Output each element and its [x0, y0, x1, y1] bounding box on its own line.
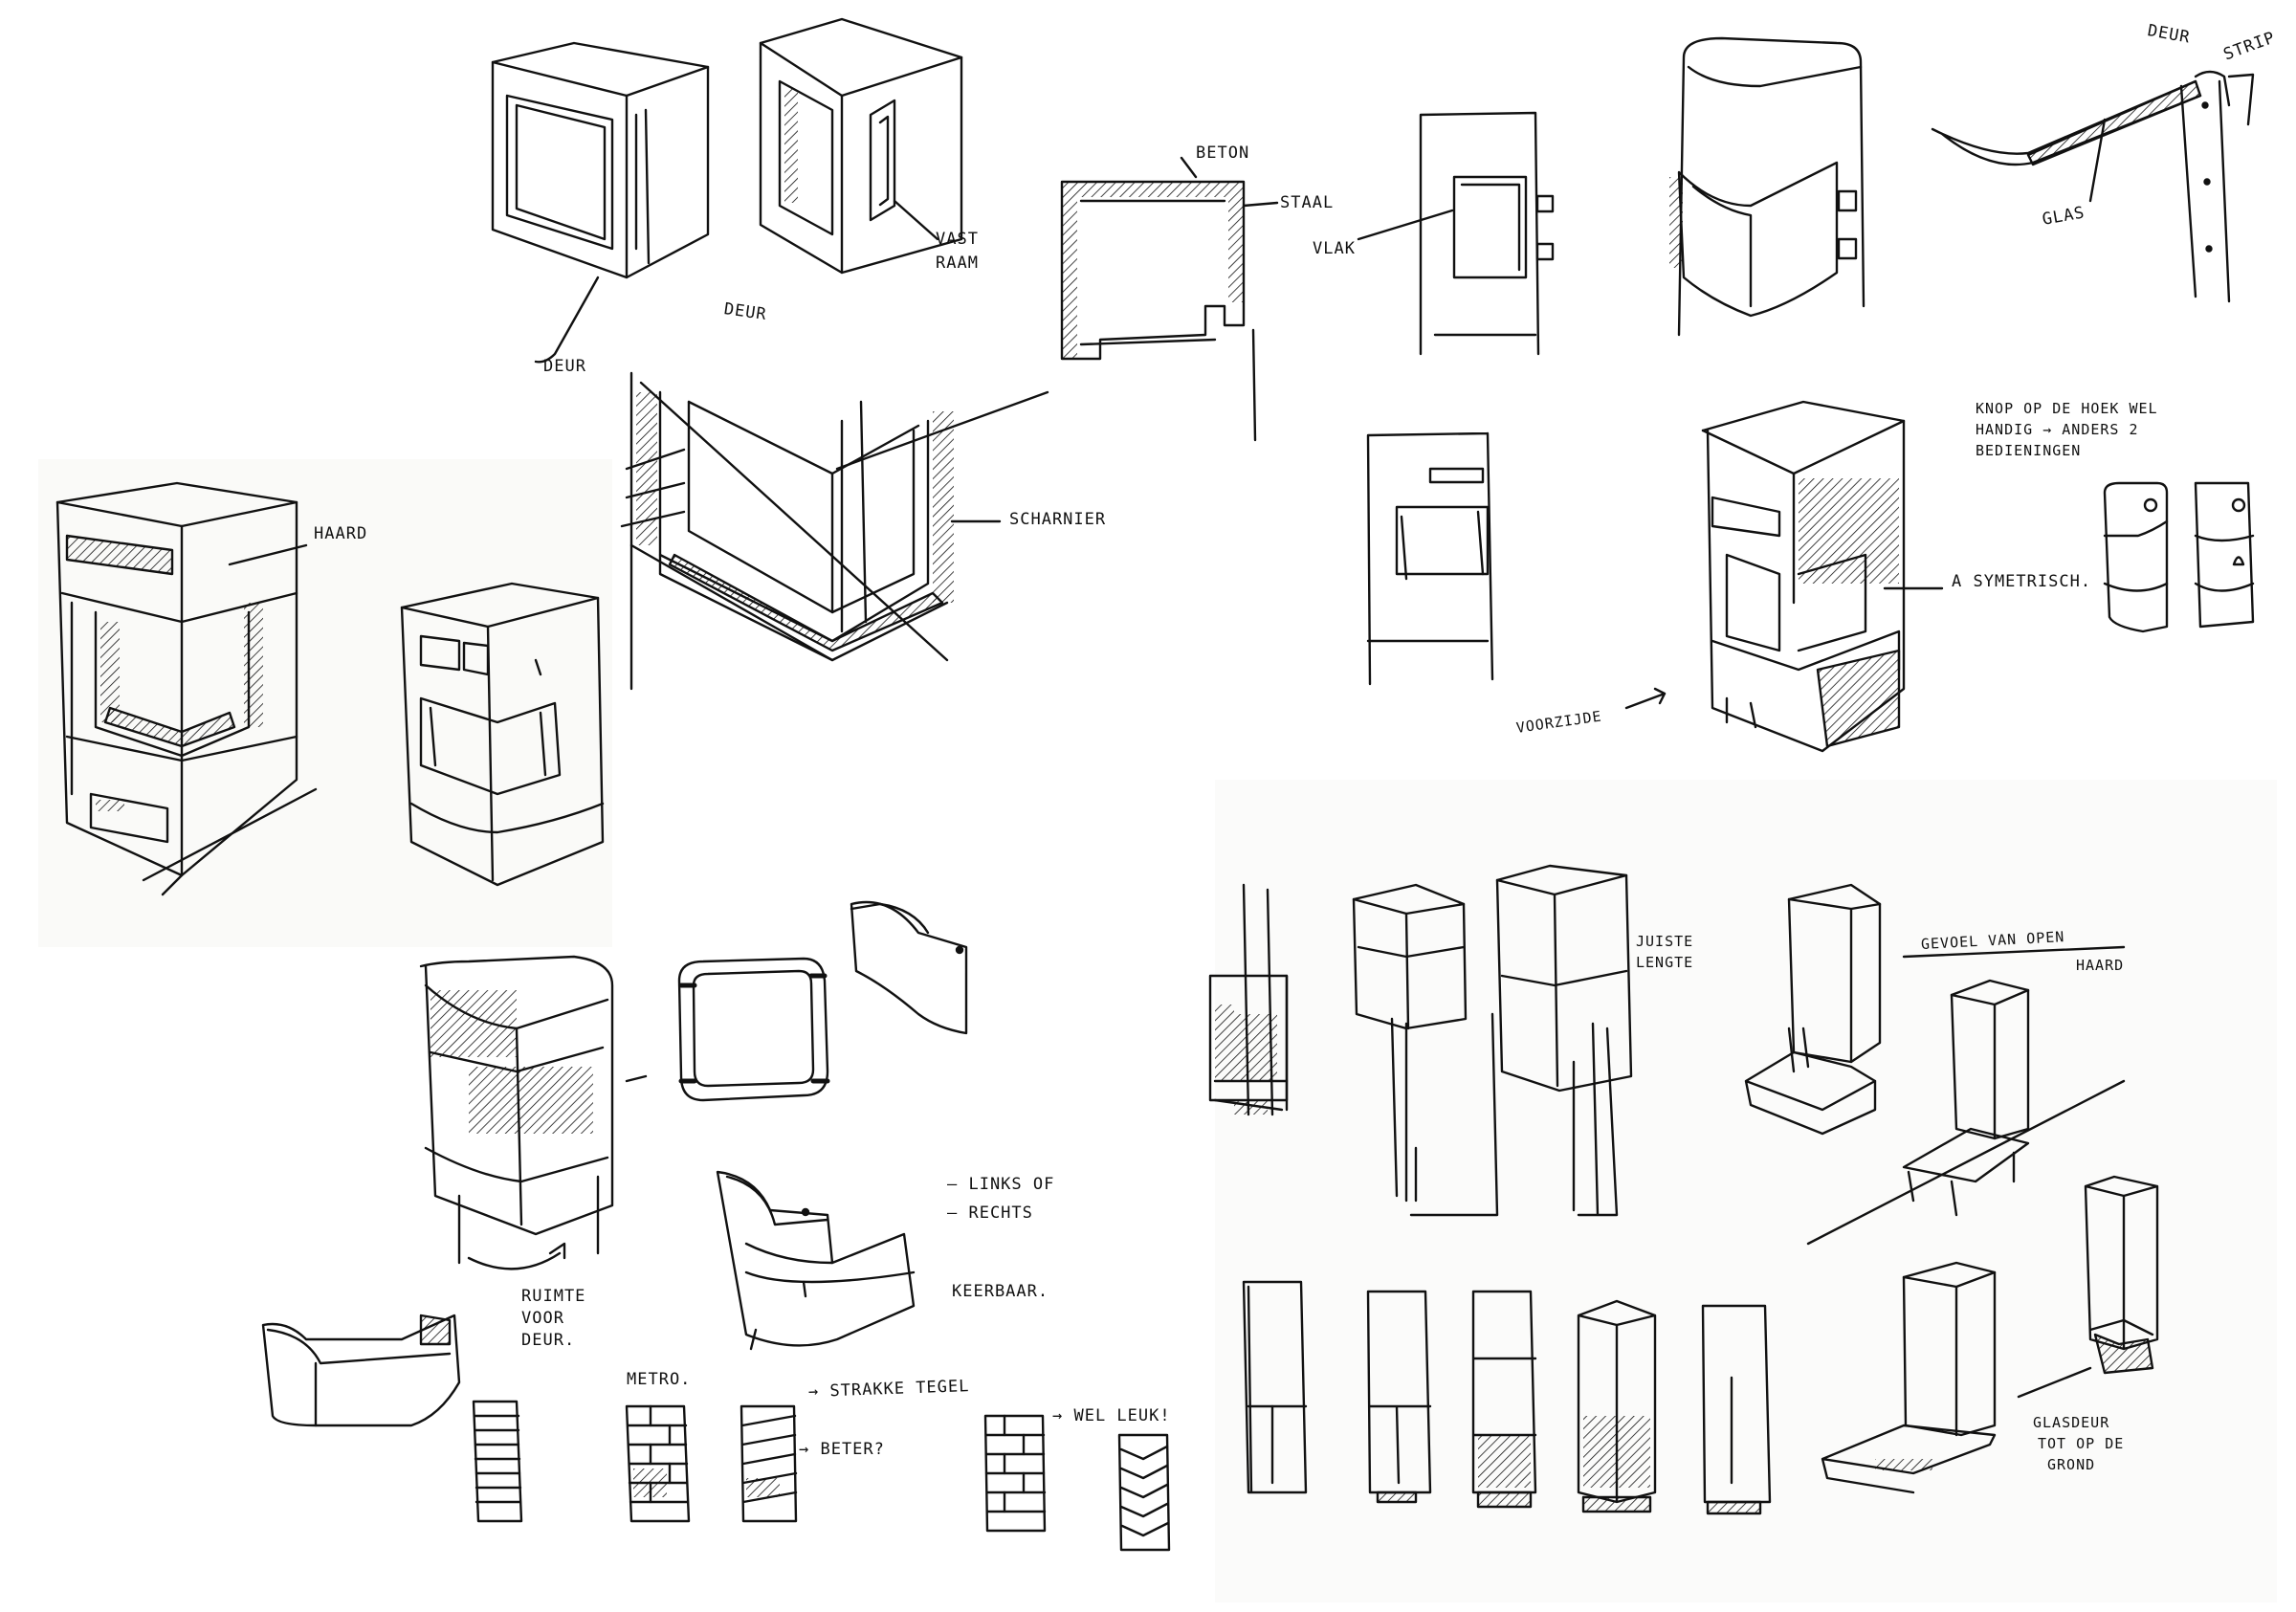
label-haard: HAARD — [314, 524, 368, 543]
sketch-reversible-corner — [716, 1170, 916, 1351]
label-glasdeur-1: GLASDEUR — [2033, 1414, 2110, 1431]
sketch-wall-vlak — [1357, 111, 1555, 356]
sketch-stacked-stove — [419, 955, 648, 1270]
label-wel-leuk: → WEL LEUK! — [1052, 1406, 1171, 1425]
sketch-glass-door-hearth — [1821, 1175, 2159, 1494]
paper-patch-right — [1215, 780, 2277, 1602]
sketch-open-hearth-a — [1744, 883, 2126, 1136]
label-keerbaar: KEERBAAR. — [952, 1282, 1049, 1301]
label-staal: STAAL — [1280, 193, 1335, 212]
label-juiste-1: JUISTE — [1636, 933, 1694, 950]
label-glasdeur-3: GROND — [2047, 1456, 2096, 1473]
label-ruimte-2: VOOR — [521, 1309, 564, 1328]
label-knop-3: BEDIENINGEN — [1976, 442, 2082, 459]
sketch-rounded-frame — [677, 957, 830, 1102]
sketch-rounded-stove — [400, 582, 605, 887]
sketch-section-beton — [1060, 156, 1279, 442]
leader-deur-a — [534, 276, 600, 364]
label-links-of: — LINKS OF — [947, 1175, 1055, 1194]
sketch-column-b — [1495, 864, 1633, 1217]
label-scharnier: SCHARNIER — [1009, 510, 1107, 529]
sketch-column-a — [1352, 883, 1499, 1217]
label-glasdeur-2: TOT OP DE — [2038, 1435, 2125, 1452]
label-beton: BETON — [1196, 144, 1250, 163]
sketch-cube-door — [491, 41, 710, 279]
label-vlak: VLAK — [1313, 239, 1356, 258]
label-beter: → BETER? — [799, 1440, 885, 1459]
sketch-cube-window — [759, 17, 963, 275]
sketch-glass-strip — [1931, 70, 2255, 303]
label-rechts: — RECHTS — [947, 1203, 1033, 1223]
sketch-curved-bench — [261, 1314, 461, 1427]
sketch-door-panel — [1366, 431, 1494, 686]
label-ruimte-3: DEUR. — [521, 1331, 576, 1350]
sketch-hearth-corner — [620, 371, 1049, 691]
sketch-tile-patterns — [472, 1400, 1171, 1552]
sketch-tall-columns — [1242, 1280, 1772, 1515]
label-vast-raam-1: VAST — [936, 230, 979, 249]
label-metro: METRO. — [627, 1370, 692, 1389]
label-juiste-2: LENGTE — [1636, 954, 1694, 971]
sketch-open-hearth-b — [1806, 979, 2126, 1246]
label-deur-b: DEUR — [543, 357, 586, 376]
label-vast-raam-2: RAAM — [936, 254, 979, 273]
label-knop-1: KNOP OP DE HOEK WEL — [1976, 400, 2158, 417]
sketch-hearth-hatched — [55, 481, 318, 896]
leader-vast-raam — [893, 199, 939, 241]
sketch-small-stoves — [2103, 481, 2255, 633]
label-ruimte-1: RUIMTE — [521, 1287, 586, 1306]
label-knop-2: HANDIG → ANDERS 2 — [1976, 421, 2139, 438]
paper-patch-left — [38, 459, 612, 947]
sketch-pillar-glass — [1669, 36, 1866, 337]
label-gevoel-2: HAARD — [2076, 957, 2125, 974]
sketch-cabinet-section — [1208, 883, 1289, 1116]
label-asymetrisch: A SYMETRISCH. — [1952, 572, 2092, 591]
sketch-stove-asymmetric — [1624, 400, 1944, 753]
sketch-curved-glass-panel — [850, 900, 968, 1035]
